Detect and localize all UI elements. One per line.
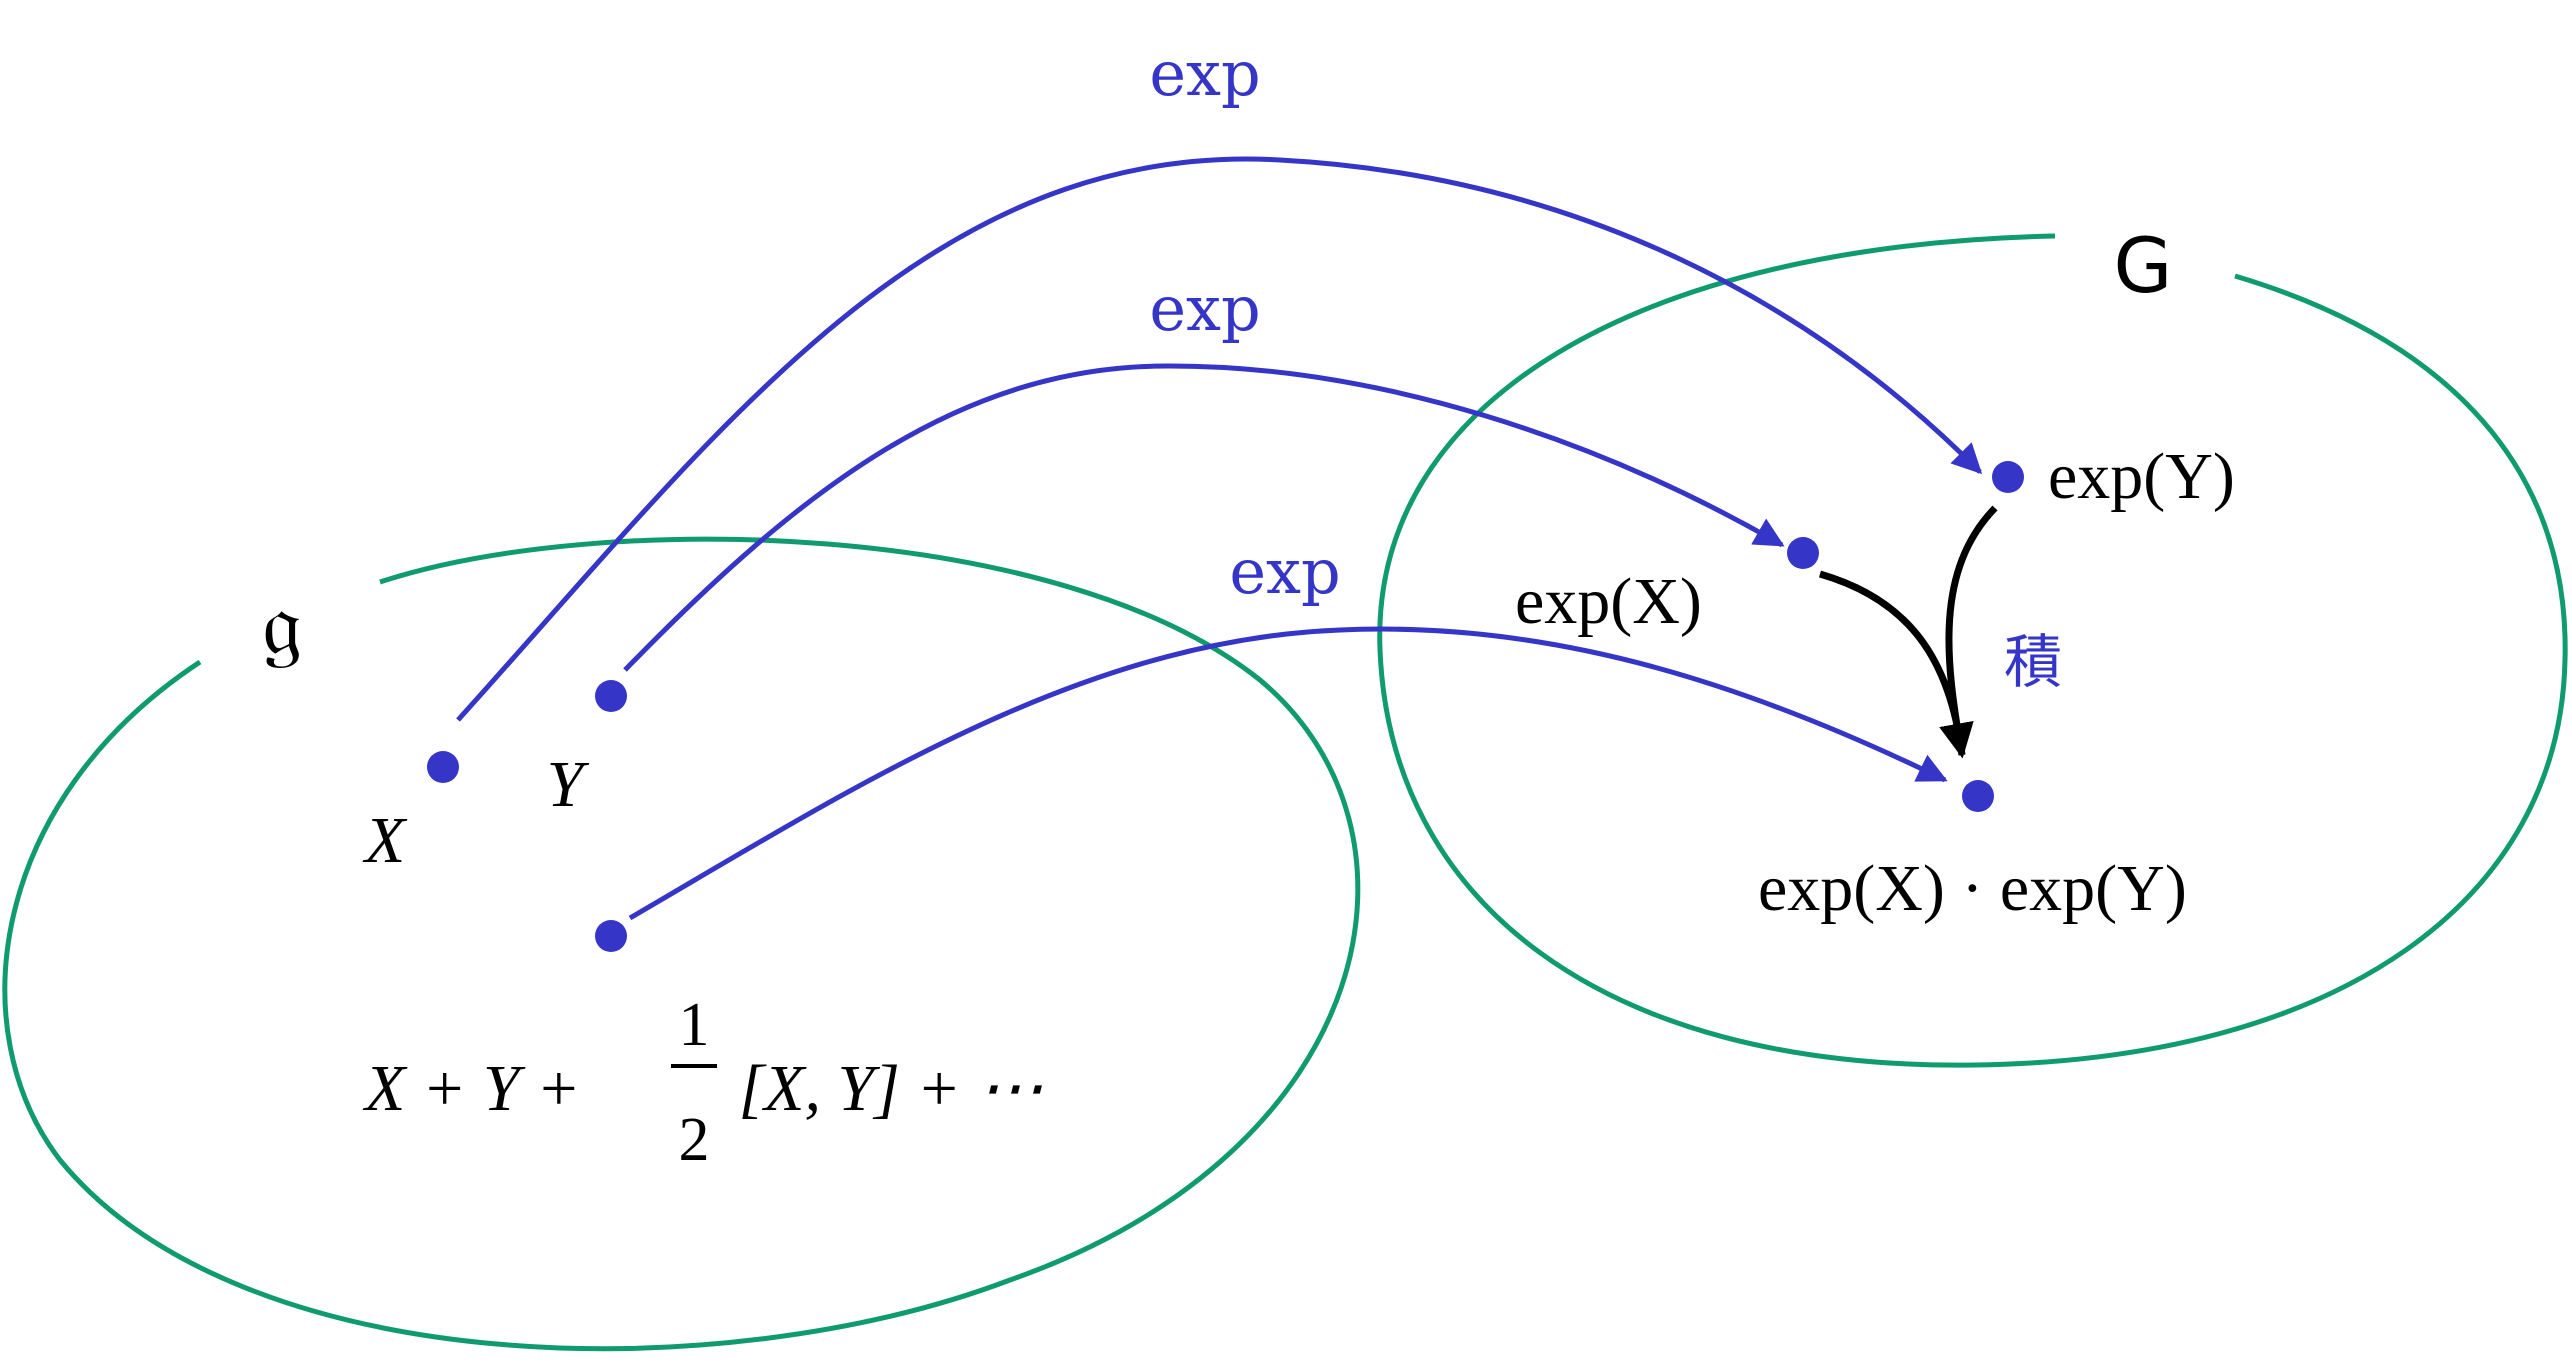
point-x	[427, 751, 459, 783]
exp-x-label: exp(X)	[1515, 565, 1702, 638]
point-exp-x	[1787, 537, 1819, 569]
exp-product-label: exp(X) · exp(Y)	[1758, 852, 2187, 925]
point-bch	[595, 920, 627, 952]
bch-expression-part1: X + Y +	[362, 1052, 597, 1125]
exp-y-label: exp(Y)	[2048, 440, 2235, 513]
exp-label-bottom: exp	[1229, 535, 1340, 608]
bch-fraction-denominator: 2	[679, 1106, 710, 1174]
point-x-label: X	[362, 804, 408, 877]
lie-group-set-outline	[1377, 233, 2568, 1068]
bch-fraction-numerator: 1	[679, 991, 710, 1059]
lie-algebra-label: 𝔤	[262, 571, 302, 676]
lie-algebra-set-outline	[2, 536, 1361, 1352]
exp-arrow-y	[623, 363, 1785, 672]
bch-expression-part2: [X, Y] + ⋯	[722, 1052, 1043, 1125]
point-exp-product	[1962, 780, 1994, 812]
exp-label-middle: exp	[1149, 272, 1260, 345]
exp-arrow-x	[456, 156, 1983, 722]
product-label: 積	[2004, 628, 2062, 696]
product-arrow	[1819, 505, 1995, 755]
point-exp-y	[1992, 461, 2024, 493]
point-y-label: Y	[547, 748, 590, 821]
exp-arrow-sum	[628, 626, 1948, 921]
lie-group-label: G	[2114, 221, 2173, 310]
point-y	[595, 680, 627, 712]
exp-label-top: exp	[1149, 37, 1260, 110]
